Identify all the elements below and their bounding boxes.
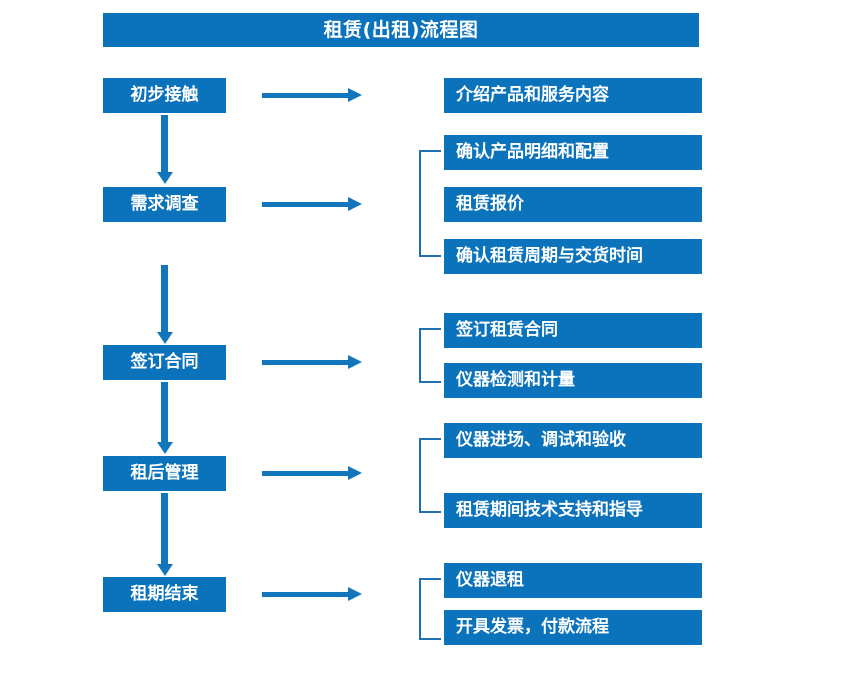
detail-label: 确认产品明细和配置	[456, 142, 609, 162]
detail-group-bracket-5	[419, 578, 441, 640]
detail-group-bracket-4	[419, 438, 441, 513]
detail-label: 租赁报价	[456, 194, 524, 214]
detail-label: 仪器退租	[456, 570, 524, 590]
detail-box-5-2[interactable]: 开具发票，付款流程	[444, 610, 702, 645]
arrow-shaft	[161, 115, 168, 172]
detail-label: 仪器进场、调试和验收	[456, 430, 626, 450]
detail-label: 签订租赁合同	[456, 320, 558, 340]
arrow-head-icon	[157, 442, 173, 454]
stage-label: 租后管理	[130, 463, 199, 483]
stage-flow-arrow-4-5	[157, 493, 173, 576]
arrow-shaft	[262, 202, 348, 207]
stage-to-detail-arrow-2	[262, 197, 362, 211]
arrow-head-icon	[157, 172, 173, 184]
stage-flow-arrow-3-4	[157, 382, 173, 454]
arrow-head-icon	[157, 564, 173, 576]
stage-flow-arrow-1-2	[157, 115, 173, 184]
detail-box-3-1[interactable]: 签订租赁合同	[444, 313, 702, 348]
detail-label: 确认租赁周期与交货时间	[456, 246, 643, 266]
arrow-shaft	[262, 360, 348, 365]
stage-to-detail-arrow-5	[262, 587, 362, 601]
stage-box-4[interactable]: 租后管理	[103, 456, 226, 491]
stage-label: 签订合同	[130, 352, 199, 372]
stage-label: 初步接触	[130, 85, 199, 105]
arrow-head-icon	[348, 88, 362, 102]
detail-box-4-1[interactable]: 仪器进场、调试和验收	[444, 423, 702, 458]
detail-box-3-2[interactable]: 仪器检测和计量	[444, 363, 702, 398]
stage-box-5[interactable]: 租期结束	[103, 577, 226, 612]
detail-box-2-3[interactable]: 确认租赁周期与交货时间	[444, 239, 702, 274]
detail-label: 租赁期间技术支持和指导	[456, 500, 643, 520]
stage-box-3[interactable]: 签订合同	[103, 345, 226, 380]
stage-label: 需求调查	[130, 194, 199, 214]
detail-label: 仪器检测和计量	[456, 370, 575, 390]
arrow-shaft	[161, 382, 168, 442]
arrow-shaft	[262, 471, 348, 476]
arrow-shaft	[161, 493, 168, 564]
stage-to-detail-arrow-4	[262, 466, 362, 480]
stage-to-detail-arrow-1	[262, 88, 362, 102]
detail-box-5-1[interactable]: 仪器退租	[444, 563, 702, 598]
arrow-shaft	[262, 93, 348, 98]
detail-box-2-1[interactable]: 确认产品明细和配置	[444, 135, 702, 170]
arrow-head-icon	[157, 332, 173, 344]
arrow-head-icon	[348, 587, 362, 601]
detail-label: 介绍产品和服务内容	[456, 85, 609, 105]
detail-box-4-2[interactable]: 租赁期间技术支持和指导	[444, 493, 702, 528]
stage-label: 租期结束	[130, 584, 199, 604]
arrow-head-icon	[348, 466, 362, 480]
stage-flow-arrow-2-3	[157, 265, 173, 344]
arrow-head-icon	[348, 355, 362, 369]
arrow-head-icon	[348, 197, 362, 211]
detail-group-bracket-3	[419, 328, 441, 383]
detail-box-1-1[interactable]: 介绍产品和服务内容	[444, 78, 702, 113]
stage-box-2[interactable]: 需求调查	[103, 187, 226, 222]
stage-to-detail-arrow-3	[262, 355, 362, 369]
chart-title: 租赁(出租)流程图	[323, 18, 479, 41]
arrow-shaft	[262, 592, 348, 597]
arrow-shaft	[161, 265, 168, 332]
detail-label: 开具发票，付款流程	[456, 617, 609, 637]
detail-box-2-2[interactable]: 租赁报价	[444, 187, 702, 222]
stage-box-1[interactable]: 初步接触	[103, 78, 226, 113]
chart-title-bar: 租赁(出租)流程图	[103, 13, 699, 47]
detail-group-bracket-2	[419, 150, 441, 257]
